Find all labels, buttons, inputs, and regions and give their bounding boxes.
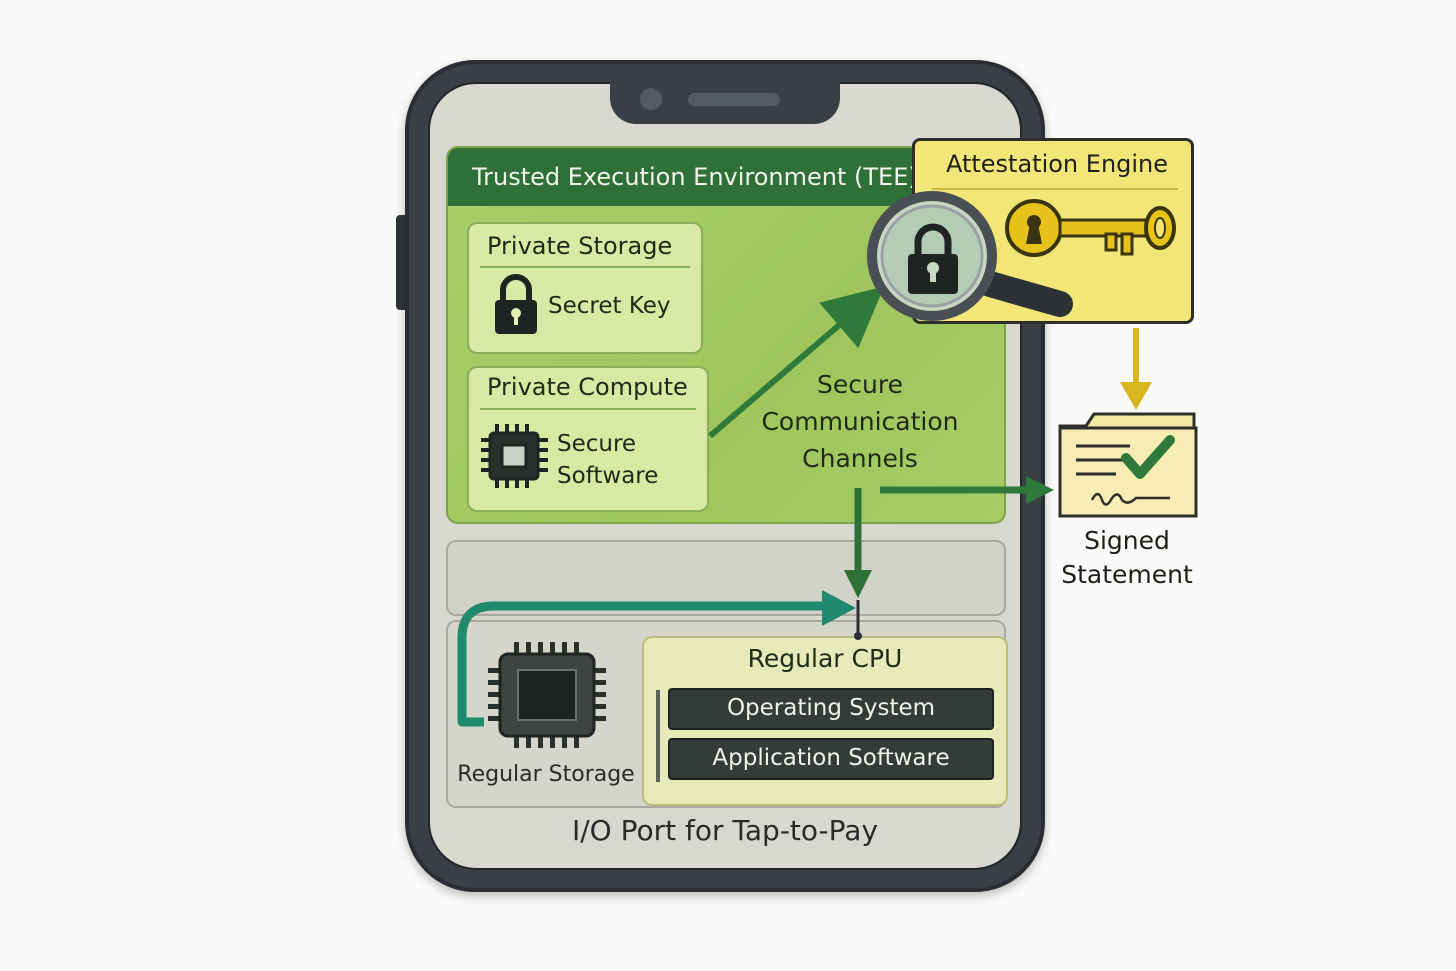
secure-software-line2: Software <box>557 463 659 489</box>
lock-icon <box>495 274 537 334</box>
secure-channels-label: Secure Communication Channels <box>740 366 980 477</box>
private-storage-title: Private Storage <box>487 232 673 260</box>
private-compute-divider <box>480 408 696 410</box>
cpu-stack-bracket <box>656 690 660 782</box>
regular-cpu-title: Regular CPU <box>747 644 903 673</box>
attestation-divider <box>932 188 1178 190</box>
speaker-grille <box>688 93 780 106</box>
attestation-output-arrow <box>1120 328 1152 410</box>
magnifier-lock-icon <box>867 191 1073 321</box>
application-software-bar: Application Software <box>668 738 994 780</box>
key-icon <box>1005 199 1176 257</box>
chip-icon <box>481 424 548 488</box>
secure-channels-line1: Secure <box>817 370 903 399</box>
signed-document-icon <box>1058 412 1198 518</box>
secure-channels-line2: Communication <box>761 407 959 436</box>
secret-key-label: Secret Key <box>548 293 671 319</box>
regular-storage-label: Regular Storage <box>457 762 635 787</box>
io-port-label: I/O Port for Tap-to-Pay <box>571 814 879 847</box>
attestation-engine-title: Attestation Engine <box>945 150 1169 178</box>
private-storage-card <box>467 222 703 354</box>
secure-channel-arrow <box>708 286 885 439</box>
camera-icon <box>640 88 662 110</box>
channel-down-arrow <box>844 488 872 640</box>
checkmark-icon <box>1121 435 1175 479</box>
signed-statement-line2: Statement <box>1061 560 1193 589</box>
private-compute-title: Private Compute <box>487 373 688 401</box>
signed-statement-line1: Signed <box>1084 526 1170 555</box>
storage-to-cpu-arrow <box>457 590 856 727</box>
operating-system-bar: Operating System <box>668 688 994 730</box>
storage-chip-icon <box>488 642 606 748</box>
secure-software-line1: Secure <box>557 431 637 457</box>
signed-statement-label: Signed Statement <box>1044 524 1210 592</box>
private-storage-divider <box>480 266 690 268</box>
secure-channels-line3: Channels <box>802 444 918 473</box>
tee-title: Trusted Execution Environment (TEE) <box>448 148 928 206</box>
statement-arrow <box>880 476 1054 504</box>
